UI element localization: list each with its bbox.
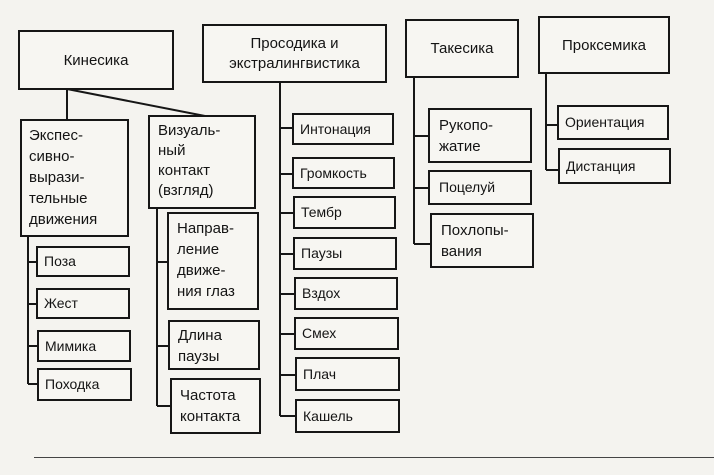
- item-poza: Поза: [36, 246, 130, 277]
- item-pause-length: Длина паузы: [168, 320, 260, 370]
- item-gromkost: Громкость: [292, 157, 395, 189]
- item-smeh: Смех: [294, 317, 399, 350]
- bottom-rule: [34, 457, 714, 458]
- item-orientaciya: Ориентация: [557, 105, 669, 140]
- item-contact-frequency: Частота контакта: [170, 378, 261, 434]
- item-kashel: Кашель: [295, 399, 400, 433]
- category-kinesika: Кинесика: [18, 30, 174, 90]
- item-eye-direction: Направ- ление движе- ния глаз: [167, 212, 259, 310]
- item-distanciya: Дистанция: [558, 148, 671, 184]
- category-proksemika: Проксемика: [538, 16, 670, 74]
- item-pauzy: Паузы: [293, 237, 397, 270]
- item-vzdoh: Вздох: [294, 277, 398, 310]
- item-poceluj: Поцелуй: [428, 170, 532, 205]
- group-expressive-movements: Экспес- сивно- вырази- тельные движения: [20, 119, 129, 237]
- group-visual-contact: Визуаль- ный контакт (взгляд): [148, 115, 256, 209]
- item-intonaciya: Интонация: [292, 113, 394, 145]
- item-plach: Плач: [295, 357, 400, 391]
- category-takesika: Такесика: [405, 19, 519, 78]
- item-rukopozhatie: Рукопо- жатие: [428, 108, 532, 163]
- item-pohlopyvaniya: Похлопы- вания: [430, 213, 534, 268]
- item-pohodka: Походка: [37, 368, 132, 401]
- item-tembr: Тембр: [293, 196, 396, 229]
- category-prosodika: Просодика и экстралингвистика: [202, 24, 387, 83]
- item-zhest: Жест: [36, 288, 130, 319]
- item-mimika: Мимика: [37, 330, 131, 362]
